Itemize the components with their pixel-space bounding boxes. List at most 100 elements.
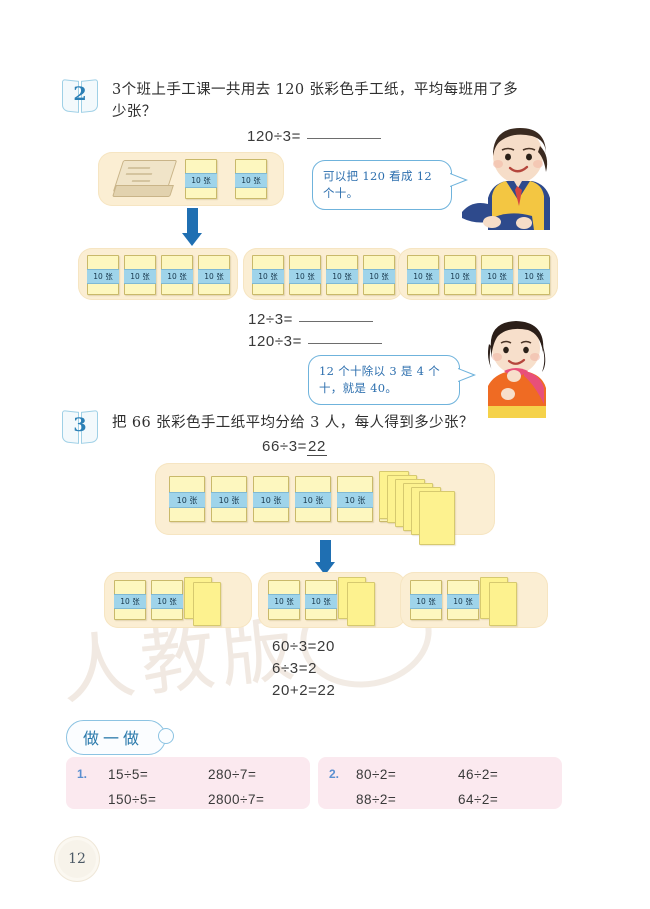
girl-speech-text: 12 个十除以 3 是 4 个十，就是 40。 <box>319 364 441 395</box>
exercise-item[interactable]: 2800÷7= <box>208 792 265 807</box>
card-label: 10 张 <box>447 594 479 609</box>
loose-sheet-pair <box>338 577 398 626</box>
equation-expression: 66÷3= <box>262 438 308 455</box>
bubble-tail-inner <box>458 369 473 381</box>
girl-svg <box>488 321 546 418</box>
card-label: 10 张 <box>481 269 513 284</box>
ten-sheet-card: 10 张 <box>268 580 300 620</box>
ten-sheet-card: 10 张 <box>363 255 395 295</box>
ten-sheet-card: 10 张 <box>444 255 476 295</box>
ten-sheet-card: 10 张 <box>518 255 550 295</box>
share-group-2: 10 张 10 张 <box>258 572 406 628</box>
ten-sheet-card: 10 张 <box>305 580 337 620</box>
card-label: 10 张 <box>151 594 183 609</box>
ten-sheet-card: 10 张 <box>235 159 267 199</box>
ten-sheet-card: 10 张 <box>253 476 289 522</box>
ten-card-pair: 10 张 10 张 <box>185 159 267 199</box>
card-label: 10 张 <box>253 492 289 508</box>
equation-expression: 120÷3= <box>248 333 302 350</box>
ten-sheet-card: 10 张 <box>447 580 479 620</box>
problem-2-text: 3个班上手工课一共用去 120 张彩色手工纸，平均每班用了多少张？ <box>112 82 519 120</box>
ten-sheet-card: 10 张 <box>295 476 331 522</box>
exercise-1-index: 1. <box>77 767 88 781</box>
card-label: 10 张 <box>363 269 395 284</box>
ten-sheet-card: 10 张 <box>161 255 193 295</box>
exercise-box-2: 2. 80÷2= 88÷2= 46÷2= 64÷2= <box>318 757 562 809</box>
package-line <box>125 173 153 175</box>
card-row: 10 张 10 张 <box>268 580 337 620</box>
answer-blank[interactable] <box>307 330 382 344</box>
arrow-shaft <box>186 208 198 233</box>
loose-sheet <box>419 491 455 545</box>
problem-2-equation-top: 120÷3= <box>247 125 381 145</box>
answer-blank[interactable] <box>299 308 374 322</box>
share-group-1: 10 张 10 张 <box>104 572 252 628</box>
card-row: 10 张 10 张 <box>410 580 479 620</box>
problem-2-badge: 2 <box>62 78 98 113</box>
exercise-item[interactable]: 80÷2= <box>356 767 397 782</box>
ten-sheet-card: 10 张 <box>185 159 217 199</box>
ten-sheet-card: 10 张 <box>289 255 321 295</box>
paper-package-icon <box>112 160 178 200</box>
exercise-2-index: 2. <box>329 767 340 781</box>
flow-arrow-down-icon <box>315 540 335 575</box>
card-label: 10 张 <box>211 492 247 508</box>
boy-character-illustration <box>462 126 568 230</box>
ten-sheet-card: 10 张 <box>87 255 119 295</box>
exercise-item[interactable]: 280÷7= <box>208 767 257 782</box>
equation-expression: 12÷3= <box>248 311 294 328</box>
ten-sheet-card: 10 张 <box>198 255 230 295</box>
problem-3-badge: 3 <box>62 409 98 444</box>
ten-card-group-2: 10 张 10 张 10 张 10 张 <box>243 248 403 300</box>
exercise-item[interactable]: 15÷5= <box>108 767 149 782</box>
problem-2-equation-mid: 12÷3= <box>248 308 374 328</box>
card-label: 10 张 <box>444 269 476 284</box>
loose-sheet-pair <box>480 577 540 626</box>
ten-sheet-card: 10 张 <box>252 255 284 295</box>
card-label: 10 张 <box>326 269 358 284</box>
ten-sheet-card: 10 张 <box>481 255 513 295</box>
package-line <box>127 167 151 169</box>
banner-knob <box>158 728 175 744</box>
ten-sheet-card: 10 张 <box>151 580 183 620</box>
card-label: 10 张 <box>185 173 217 188</box>
illustration-panel-total: 10 张 10 张 10 张 10 张 10 张 10 张 <box>155 463 495 545</box>
ten-sheet-card: 10 张 <box>114 580 146 620</box>
problem-3-number: 3 <box>73 413 87 436</box>
boy-speech-text: 可以把 120 看成 12 个十。 <box>323 169 432 200</box>
card-label: 10 张 <box>407 269 439 284</box>
answer-blank[interactable] <box>306 125 381 139</box>
flow-arrow-down-icon <box>182 208 202 246</box>
card-label: 10 张 <box>337 492 373 508</box>
problem-3-equation: 66÷3=22 <box>262 438 327 456</box>
exercise-item[interactable]: 64÷2= <box>458 792 499 807</box>
ten-sheet-card: 10 张 <box>407 255 439 295</box>
ten-sheet-card: 10 张 <box>169 476 205 522</box>
problem-2-equation-bottom: 120÷3= <box>248 330 382 350</box>
ten-card-group-3: 10 张 10 张 10 张 10 张 <box>398 248 558 300</box>
exercise-2-left-column: 80÷2= 88÷2= <box>356 762 396 812</box>
exercise-item[interactable]: 46÷2= <box>458 767 499 782</box>
ten-card-group-1: 10 张 10 张 10 张 10 张 <box>78 248 238 300</box>
card-label: 10 张 <box>169 492 205 508</box>
bubble-tail-inner <box>450 174 465 186</box>
card-label: 10 张 <box>305 594 337 609</box>
card-label: 10 张 <box>295 492 331 508</box>
exercise-item[interactable]: 150÷5= <box>108 792 157 807</box>
package-line <box>131 180 151 182</box>
page-number-text: 12 <box>68 851 86 867</box>
problem-3-text: 把 66 张彩色手工纸平均分给 3 人，每人得到多少张？ <box>112 415 474 431</box>
exercise-item[interactable]: 88÷2= <box>356 792 397 807</box>
equation-expression: 120÷3= <box>247 128 301 145</box>
card-row: 10 张 10 张 10 张 10 张 <box>252 255 395 295</box>
card-label: 10 张 <box>235 173 267 188</box>
card-label: 10 张 <box>161 269 193 284</box>
share-group-3: 10 张 10 张 <box>400 572 548 628</box>
problem-2-number: 2 <box>73 82 87 105</box>
exercise-2-right-column: 46÷2= 64÷2= <box>458 762 498 812</box>
problem-3-step-2: 6÷3=2 <box>272 660 318 677</box>
exercise-box-1: 1. 15÷5= 150÷5= 280÷7= 2800÷7= <box>66 757 310 809</box>
card-label: 10 张 <box>410 594 442 609</box>
card-label: 10 张 <box>114 594 146 609</box>
